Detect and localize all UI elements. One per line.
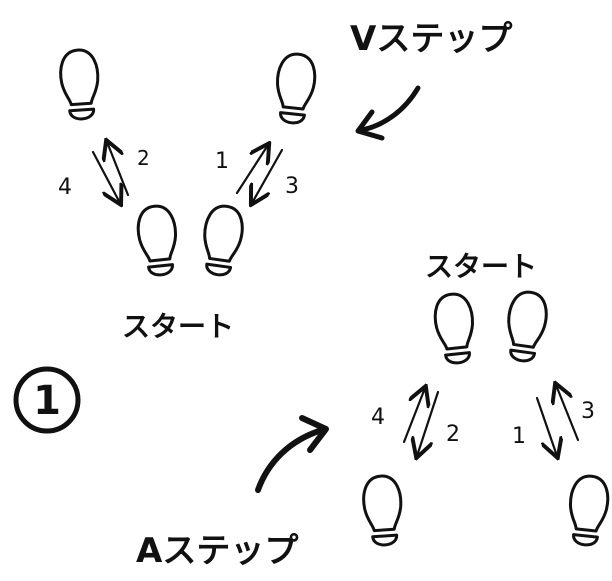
a-arrow-4 (402, 388, 425, 444)
v-step-number-4: 4 (58, 175, 72, 200)
a-left-destination-footprint-icon (362, 474, 403, 547)
v-start-right-footprint-icon (203, 204, 244, 277)
v-step-number-2: 2 (137, 146, 150, 170)
a-start-right-footprint-icon (507, 290, 548, 363)
a-arrow-1 (535, 396, 557, 456)
a-arrow-2 (417, 390, 440, 456)
v-right-destination-footprint-icon (276, 52, 317, 125)
v-step-title: Vステップ (350, 19, 512, 59)
v-title-pointer-arrow (359, 85, 421, 133)
a-step-number-3: 3 (581, 399, 595, 424)
v-left-destination-footprint-icon (59, 48, 100, 121)
v-step-number-1: 1 (215, 149, 229, 174)
v-title-pointer-arrowhead (355, 109, 385, 141)
a-arrow-3 (556, 385, 580, 442)
a-title-pointer-arrow (255, 427, 325, 493)
a-right-destination-footprint-icon (569, 474, 610, 547)
circled-number-badge: 1 (13, 366, 81, 434)
v-start-label: スタート (122, 310, 234, 343)
v-step-number-3: 3 (285, 174, 299, 199)
v-arrow-1 (235, 145, 268, 195)
v-start-left-footprint-icon (136, 204, 177, 277)
a-step-group: スタート 4 2 1 3 (362, 250, 610, 547)
a-step-title: Aステップ (136, 531, 298, 571)
circled-number: 1 (33, 378, 61, 424)
a-start-label: スタート (425, 250, 537, 283)
a-start-left-footprint-icon (433, 292, 474, 365)
a-title-pointer-arrowhead (299, 415, 329, 453)
a-step-number-4: 4 (371, 405, 385, 430)
v-arrow-4 (91, 150, 120, 203)
v-arrow-3 (252, 148, 284, 203)
v-step-group: 4 2 1 3 スタート (58, 48, 317, 343)
a-step-number-1: 1 (512, 424, 526, 449)
v-arrow-2 (107, 142, 130, 197)
a-step-number-2: 2 (446, 422, 460, 447)
